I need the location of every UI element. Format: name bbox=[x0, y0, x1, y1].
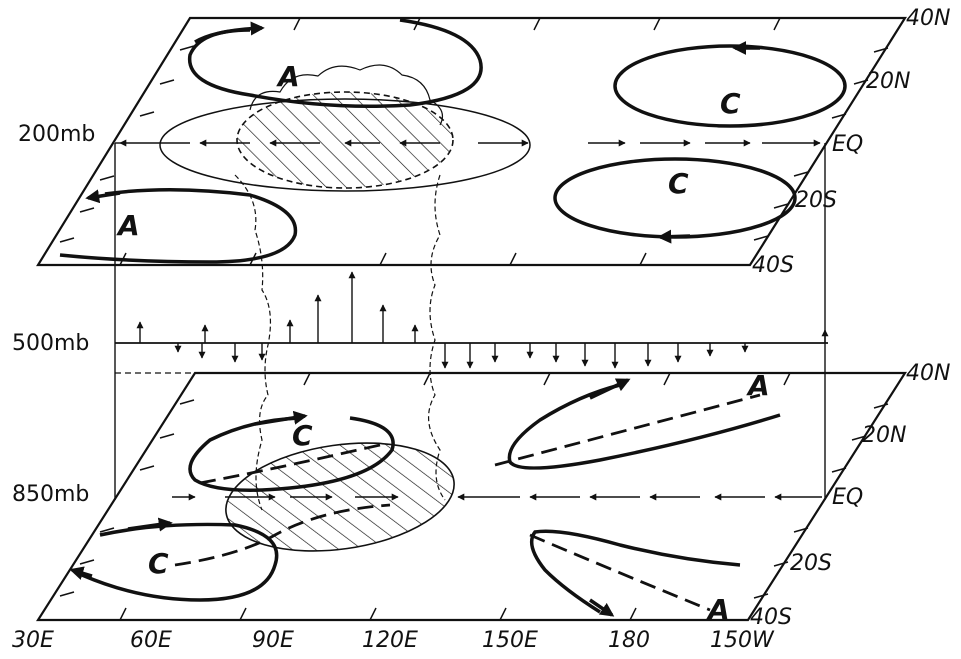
upper-level-plane bbox=[36, 16, 907, 267]
lon-120e: 120E bbox=[362, 628, 418, 653]
lower-anticyclone-north-label: A bbox=[748, 369, 770, 402]
lon-150w: 150W bbox=[710, 628, 774, 653]
upper-anticyclone-south-label: A bbox=[118, 209, 140, 242]
upper-cyclone-south bbox=[553, 157, 797, 244]
lower-anticyclone-south-label: A bbox=[708, 593, 730, 626]
upper-cyclone-south-label: C bbox=[668, 167, 689, 200]
lon-90e: 90E bbox=[252, 628, 294, 653]
upper-anticyclone-north-label: A bbox=[278, 60, 300, 93]
level-label-200mb: 200mb bbox=[18, 122, 96, 147]
upper-anticyclone-north bbox=[187, 18, 483, 108]
level-label-500mb: 500mb bbox=[12, 331, 90, 356]
lon-30e: 30E bbox=[12, 628, 54, 653]
upper-lat-20n: 20N bbox=[866, 69, 911, 94]
vertical-frame-lines bbox=[114, 142, 826, 500]
lower-lat-20s: 20S bbox=[790, 551, 832, 576]
lower-cyclone-north bbox=[188, 410, 395, 492]
lon-180: 180 bbox=[608, 628, 650, 653]
vertical-motion-arrows bbox=[136, 271, 829, 369]
convective-cloud-column bbox=[234, 174, 446, 511]
upper-lat-40n: 40N bbox=[906, 6, 951, 31]
lower-cyclone-south-label: C bbox=[148, 547, 169, 580]
lon-60e: 60E bbox=[130, 628, 172, 653]
lower-anticyclone-north bbox=[494, 378, 781, 470]
lower-cyclone-south bbox=[69, 503, 391, 602]
lower-lat-eq: EQ bbox=[832, 485, 864, 510]
upper-lat-20s: 20S bbox=[795, 188, 837, 213]
lower-lat-40n: 40N bbox=[906, 361, 951, 386]
upper-cyclone-north-label: C bbox=[720, 87, 741, 120]
lower-lat-20n: 20N bbox=[862, 423, 907, 448]
lon-150e: 150E bbox=[482, 628, 538, 653]
upper-lat-eq: EQ bbox=[832, 132, 864, 157]
upper-lat-40s: 40S bbox=[752, 253, 794, 278]
lower-convergence-region bbox=[225, 442, 455, 552]
lower-lat-40s: 40S bbox=[750, 605, 792, 630]
lower-cyclone-north-label: C bbox=[292, 419, 313, 452]
upper-cyclone-north bbox=[613, 41, 847, 128]
lower-anticyclone-south bbox=[529, 529, 741, 617]
lower-level-plane bbox=[35, 371, 908, 622]
level-label-850mb: 850mb bbox=[12, 482, 90, 507]
